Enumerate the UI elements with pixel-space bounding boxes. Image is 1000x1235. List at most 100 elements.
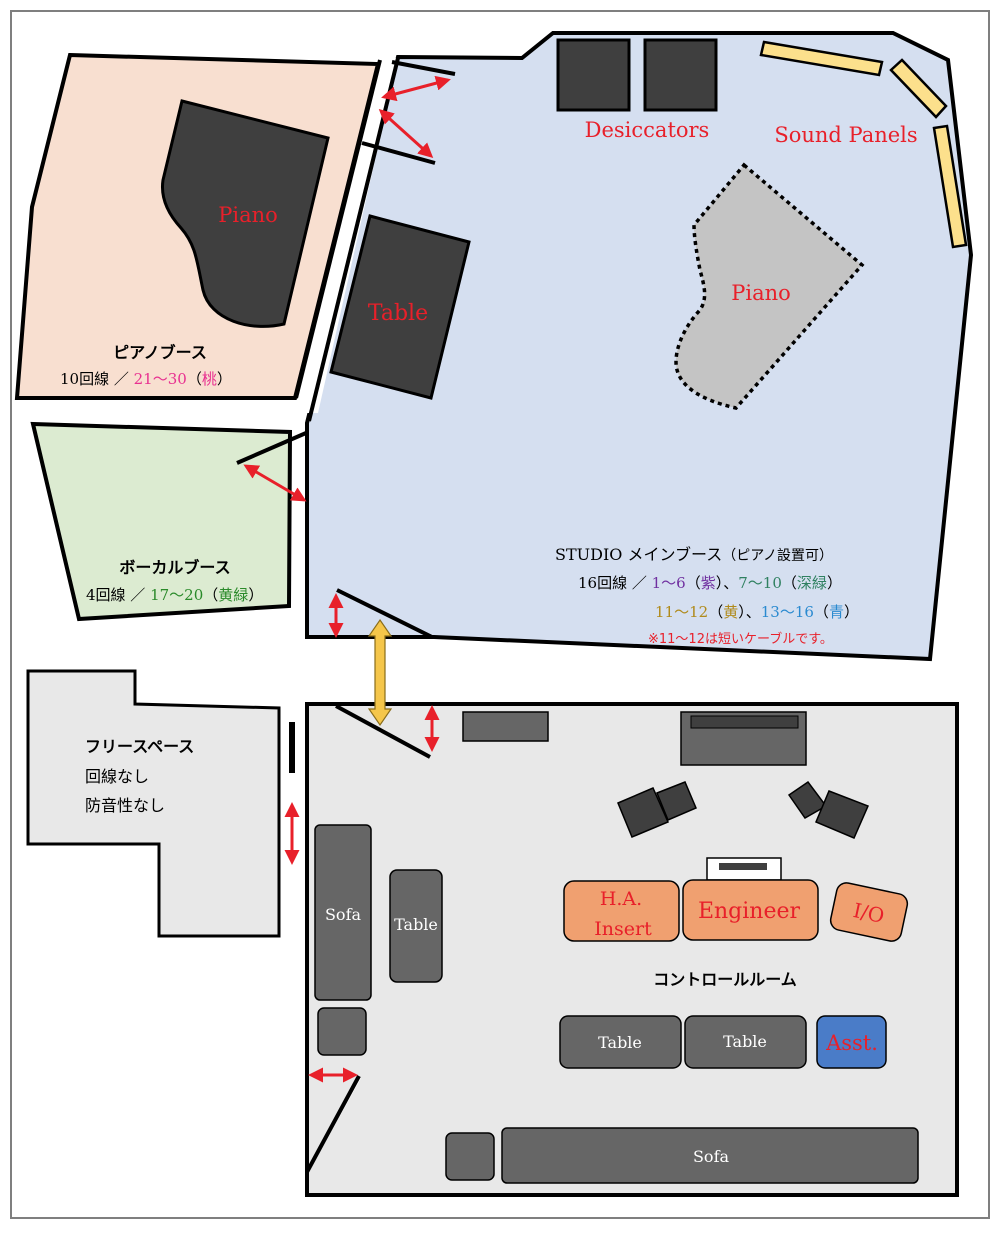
studio-color4-open: （ [814,603,829,621]
table-b [684,1015,807,1069]
console-screen-bar [719,863,767,870]
vocal-booth: ボーカルブース 4回線 ／ 17〜20（黄緑） [30,421,307,622]
monitor-speaker-left-a [617,787,669,838]
studio-color1-open: （ [686,574,701,592]
main-piano-label: Piano [731,281,791,305]
asst-desk [816,1015,887,1069]
sound-panel-side [932,124,968,249]
free-space-title: フリースペース [85,737,194,756]
free-space-room [26,669,281,938]
studio-title-note: （ピアノ設置可） [722,548,833,564]
ha-insert-desk [563,880,680,942]
table-a [559,1015,682,1069]
main-piano-placement [674,162,865,410]
studio-lines-row1: 16回線 ／ 1〜6（紫）、7〜10（深緑） [578,574,842,592]
studio-color3-close: ）、 [738,603,761,621]
desiccators-label: Desiccators [585,118,710,142]
door-arrows [243,75,451,1083]
studio-color-3: 黄 [723,603,738,621]
control-room-door-bottom [305,1075,361,1173]
door-arrow-vocal [243,464,307,502]
rack-center-slot [690,715,799,729]
vocal-booth-room [30,421,293,622]
piano-booth-lines: 10回線 ／ 21〜30（桃） [60,370,232,388]
studio-range-4: 13〜16 [761,603,814,621]
studio-color-1: 紫 [701,574,716,592]
studio-table-label: Table [368,301,428,326]
piano-booth-lines-color: 桃 [202,370,217,388]
piano-booth-lines-open: （ [187,370,202,388]
control-room-door-top [335,704,431,759]
table-left [389,869,443,983]
door-arrow-piano-top [381,75,451,102]
monitor-speaker-left-b [656,781,697,821]
studio-door-bottom [336,588,433,639]
door-arrow-piano-booth [378,108,434,159]
studio-color3-open: （ [708,603,723,621]
vocal-booth-lines-range: 17〜20 [150,586,203,604]
piano-booth: Piano ピアノブース 10回線 ／ 21〜30（桃） [14,52,381,400]
piano-booth-lines-range: 21〜30 [134,370,187,388]
booth-piano-label: Piano [218,203,278,227]
studio-main-room [305,31,974,662]
sound-panels-label: Sound Panels [774,123,917,147]
sofa-left-label: Sofa [325,905,362,924]
asst-label: Asst. [825,1031,878,1055]
connection-arrow-studio-control [367,618,393,727]
engineer-desk [682,879,819,941]
control-room-title: コントロールルーム [653,970,797,989]
table-b-label: Table [723,1032,767,1051]
io-desk [829,882,909,942]
sound-panel-top [759,40,884,77]
booth-grand-piano [160,99,330,328]
studio-door-top [391,60,456,76]
side-stool-left [317,1007,367,1056]
studio-color-2: 深緑 [797,574,827,592]
piano-booth-east-wall [294,59,382,399]
free-space: フリースペース 回線なし 防音性なし [26,669,281,938]
piano-booth-title: ピアノブース [113,343,207,362]
side-stool-bottom [445,1132,495,1181]
ha-insert-label-2: Insert [594,918,652,940]
vocal-booth-lines: 4回線 ／ 17〜20（黄緑） [86,586,263,604]
studio-title-main: STUDIO メインブース [555,545,722,564]
free-space-line2: 防音性なし [85,796,165,815]
studio-main-booth: Desiccators Sound Panels Table Piano STU… [294,31,974,662]
piano-booth-lines-close: ） [217,370,232,388]
studio-lines-row2: 11〜12（黄）、13〜16（青） [655,603,859,621]
vocal-booth-title: ボーカルブース [119,558,230,577]
studio-color-4: 青 [829,603,844,621]
outer-frame [10,10,990,1219]
vocal-booth-lines-prefix: 4回線 ／ [86,586,150,604]
vocal-booth-lines-open: （ [203,586,218,604]
studio-table [329,214,471,400]
sofa-left [314,824,372,1001]
engineer-label: Engineer [698,899,801,924]
desiccator-right [643,38,718,112]
sofa-bottom [501,1127,919,1184]
table-left-label: Table [394,915,438,934]
control-room: H.A. Insert Engineer I/O コントロールルーム Sofa … [305,702,959,1197]
desiccator-left [556,38,631,112]
io-desk-group: I/O [829,882,909,942]
studio-title: STUDIO メインブース（ピアノ設置可） [555,545,833,564]
sofa-bottom-label: Sofa [693,1147,730,1166]
studio-color1-close: ）、 [716,574,739,592]
table-a-label: Table [598,1033,642,1052]
studio-range-3: 11〜12 [655,603,708,621]
studio-cable-note: ※11〜12は短いケーブルです。 [648,631,833,647]
studio-color4-close: ） [844,603,859,621]
studio-range-2: 7〜10 [738,574,782,592]
vocal-booth-door [236,431,307,465]
free-space-line1: 回線なし [85,767,149,786]
sound-panel-diagonal [889,58,948,119]
monitor-speaker-right-b [815,790,870,839]
studio-color2-close: ） [827,574,842,592]
rack-left [462,711,549,742]
ha-insert-label-1: H.A. [600,888,642,910]
studio-lines-prefix: 16回線 ／ [578,574,652,592]
piano-booth-lines-prefix: 10回線 ／ [60,370,134,388]
vocal-booth-lines-close: ） [248,586,263,604]
studio-color2-open: （ [782,574,797,592]
